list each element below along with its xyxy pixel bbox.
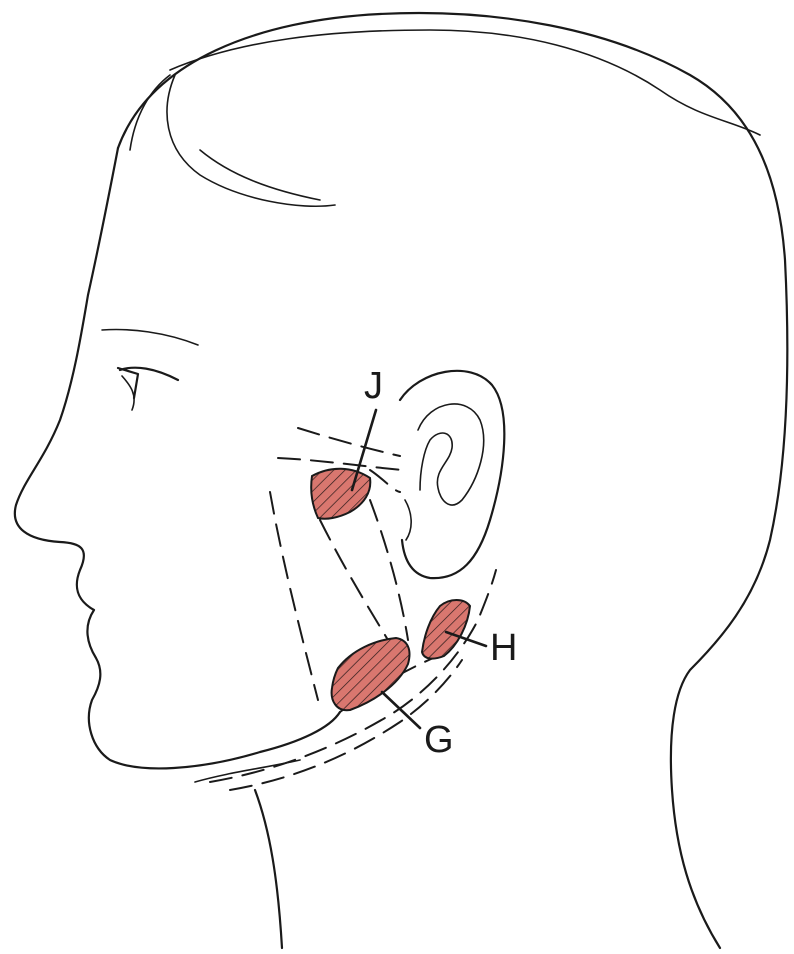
leader-line-G — [382, 692, 420, 728]
dashed-line-upper-1 — [298, 428, 400, 456]
zone-H — [422, 600, 470, 659]
ear-lobe — [405, 500, 411, 540]
label-G: G — [424, 719, 454, 761]
eye-lower-lid — [122, 376, 134, 410]
zone-G — [332, 638, 410, 710]
eyebrow — [102, 330, 198, 345]
ear-inner — [418, 404, 484, 505]
eye-upper-lid — [120, 368, 178, 380]
ear-outline — [400, 371, 504, 578]
neck-front — [255, 790, 282, 948]
zone-J — [311, 469, 370, 519]
cranium-outline — [118, 13, 787, 948]
temple-line — [200, 150, 320, 200]
dashed-line-upper-3 — [370, 470, 400, 492]
dashed-line-left-vertical — [270, 492, 318, 700]
hairline-curve — [130, 75, 335, 206]
label-H: H — [490, 627, 517, 669]
hairline-sideburn — [170, 30, 760, 135]
label-J: J — [364, 365, 383, 407]
